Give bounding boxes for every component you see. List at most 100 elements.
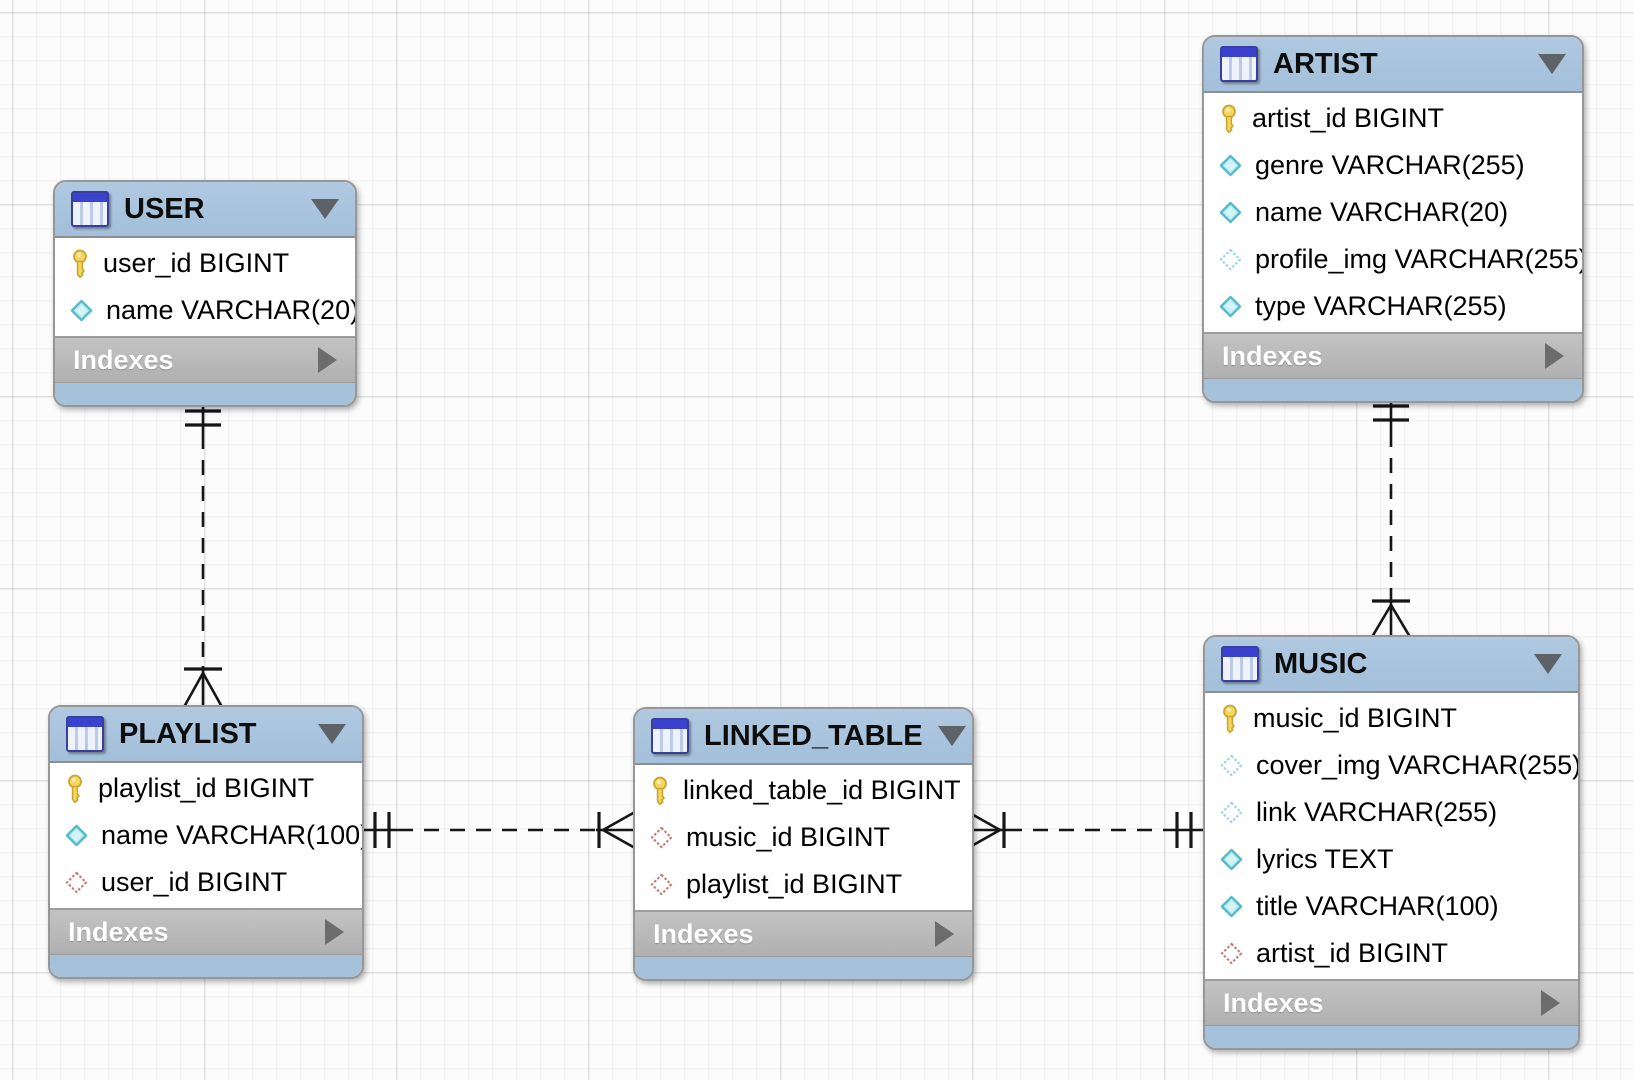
column-label: cover_img VARCHAR(255): [1256, 750, 1580, 780]
column-label: artist_id BIGINT: [1252, 103, 1445, 133]
column-row[interactable]: music_id BIGINT: [635, 814, 972, 861]
column-label: name VARCHAR(20): [1255, 197, 1509, 227]
expand-arrow-icon[interactable]: [1545, 343, 1564, 369]
table-title: PLAYLIST: [119, 717, 257, 750]
column-label: title VARCHAR(100): [1256, 891, 1499, 921]
foreign-key-diamond-icon: [650, 826, 673, 849]
table-footer: [635, 957, 972, 979]
table-title: MUSIC: [1274, 647, 1368, 680]
foreign-key-diamond-icon: [65, 871, 88, 894]
column-row[interactable]: cover_img VARCHAR(255): [1205, 742, 1578, 789]
column-row[interactable]: linked_table_id BIGINT: [635, 767, 972, 814]
primary-key-icon: [650, 776, 670, 805]
column-row[interactable]: link VARCHAR(255): [1205, 789, 1578, 836]
table-linked-table[interactable]: LINKED_TABLE linked_table_id BIGINT music…: [633, 707, 974, 981]
column-label: music_id BIGINT: [1253, 703, 1458, 733]
table-linked-table-header[interactable]: LINKED_TABLE: [635, 709, 972, 765]
column-label: type VARCHAR(255): [1255, 291, 1507, 321]
column-label: link VARCHAR(255): [1256, 797, 1498, 827]
relationship-music-linked-table[interactable]: [967, 810, 1205, 850]
column-row[interactable]: name VARCHAR(100): [50, 812, 362, 859]
column-row[interactable]: name VARCHAR(20): [55, 287, 355, 334]
table-linked-table-columns: linked_table_id BIGINT music_id BIGINT pla…: [635, 765, 972, 910]
column-row[interactable]: playlist_id BIGINT: [635, 861, 972, 908]
relationship-user-playlist[interactable]: [182, 396, 224, 708]
foreign-key-diamond-icon: [1220, 942, 1243, 965]
indexes-bar[interactable]: Indexes: [1205, 979, 1578, 1026]
table-title: LINKED_TABLE: [704, 719, 923, 752]
relationship-artist-music[interactable]: [1370, 392, 1412, 638]
table-footer: [55, 383, 355, 405]
column-row[interactable]: user_id BIGINT: [55, 240, 355, 287]
indexes-bar[interactable]: Indexes: [635, 910, 972, 957]
relationship-playlist-linked-table[interactable]: [358, 810, 636, 850]
table-title: USER: [124, 192, 205, 225]
primary-key-icon: [65, 774, 85, 803]
column-row[interactable]: user_id BIGINT: [50, 859, 362, 906]
expand-arrow-icon[interactable]: [318, 347, 337, 373]
table-footer: [1205, 1026, 1578, 1048]
collapse-arrow-icon[interactable]: [318, 724, 346, 744]
indexes-bar[interactable]: Indexes: [1204, 332, 1582, 379]
attribute-nullable-diamond-icon: [1219, 248, 1242, 271]
expand-arrow-icon[interactable]: [935, 921, 954, 947]
column-label: name VARCHAR(20): [106, 295, 357, 325]
indexes-label: Indexes: [1223, 987, 1324, 1018]
collapse-arrow-icon[interactable]: [311, 199, 339, 219]
table-artist-header[interactable]: ARTIST: [1204, 37, 1582, 93]
table-footer: [50, 955, 362, 977]
column-label: genre VARCHAR(255): [1255, 150, 1525, 180]
column-label: artist_id BIGINT: [1256, 938, 1449, 968]
table-footer: [1204, 379, 1582, 401]
column-row[interactable]: profile_img VARCHAR(255): [1204, 236, 1582, 283]
column-row[interactable]: artist_id BIGINT: [1204, 95, 1582, 142]
indexes-label: Indexes: [68, 916, 169, 947]
indexes-label: Indexes: [1222, 340, 1323, 371]
foreign-key-diamond-icon: [650, 873, 673, 896]
column-row[interactable]: name VARCHAR(20): [1204, 189, 1582, 236]
column-row[interactable]: artist_id BIGINT: [1205, 930, 1578, 977]
collapse-arrow-icon[interactable]: [937, 726, 966, 746]
table-music-columns: music_id BIGINT cover_img VARCHAR(255) lin…: [1205, 693, 1578, 979]
collapse-arrow-icon[interactable]: [1534, 654, 1562, 674]
attribute-diamond-icon: [1219, 154, 1242, 177]
column-label: user_id BIGINT: [101, 867, 288, 897]
indexes-bar[interactable]: Indexes: [50, 908, 362, 955]
column-row[interactable]: type VARCHAR(255): [1204, 283, 1582, 330]
table-music-header[interactable]: MUSIC: [1205, 637, 1578, 693]
table-artist[interactable]: ARTIST artist_id BIGINT genre VARCHAR(255…: [1202, 35, 1584, 403]
table-user[interactable]: USER user_id BIGINT name VARCHAR(20) Inde…: [53, 180, 357, 407]
column-label: user_id BIGINT: [103, 248, 290, 278]
table-playlist-columns: playlist_id BIGINT name VARCHAR(100) user_…: [50, 763, 362, 908]
attribute-diamond-icon: [1220, 848, 1243, 871]
column-row[interactable]: music_id BIGINT: [1205, 695, 1578, 742]
column-label: playlist_id BIGINT: [686, 869, 903, 899]
indexes-label: Indexes: [653, 918, 754, 949]
table-artist-columns: artist_id BIGINT genre VARCHAR(255) name V…: [1204, 93, 1582, 332]
column-label: linked_table_id BIGINT: [683, 775, 961, 805]
collapse-arrow-icon[interactable]: [1538, 54, 1566, 74]
column-label: name VARCHAR(100): [101, 820, 364, 850]
attribute-nullable-diamond-icon: [1220, 754, 1243, 777]
attribute-diamond-icon: [70, 299, 93, 322]
table-icon: [651, 718, 689, 754]
table-playlist-header[interactable]: PLAYLIST: [50, 707, 362, 763]
expand-arrow-icon[interactable]: [1541, 990, 1560, 1016]
table-icon: [71, 191, 109, 227]
attribute-diamond-icon: [1219, 201, 1242, 224]
column-row[interactable]: title VARCHAR(100): [1205, 883, 1578, 930]
column-row[interactable]: playlist_id BIGINT: [50, 765, 362, 812]
column-label: music_id BIGINT: [686, 822, 891, 852]
table-user-columns: user_id BIGINT name VARCHAR(20): [55, 238, 355, 336]
primary-key-icon: [1219, 104, 1239, 133]
column-row[interactable]: genre VARCHAR(255): [1204, 142, 1582, 189]
column-label: lyrics TEXT: [1256, 844, 1394, 874]
table-user-header[interactable]: USER: [55, 182, 355, 238]
indexes-bar[interactable]: Indexes: [55, 336, 355, 383]
table-music[interactable]: MUSIC music_id BIGINT cover_img VARCHAR(2…: [1203, 635, 1580, 1050]
column-row[interactable]: lyrics TEXT: [1205, 836, 1578, 883]
table-playlist[interactable]: PLAYLIST playlist_id BIGINT name VARCHAR(…: [48, 705, 364, 979]
expand-arrow-icon[interactable]: [325, 919, 344, 945]
table-title: ARTIST: [1273, 47, 1378, 80]
